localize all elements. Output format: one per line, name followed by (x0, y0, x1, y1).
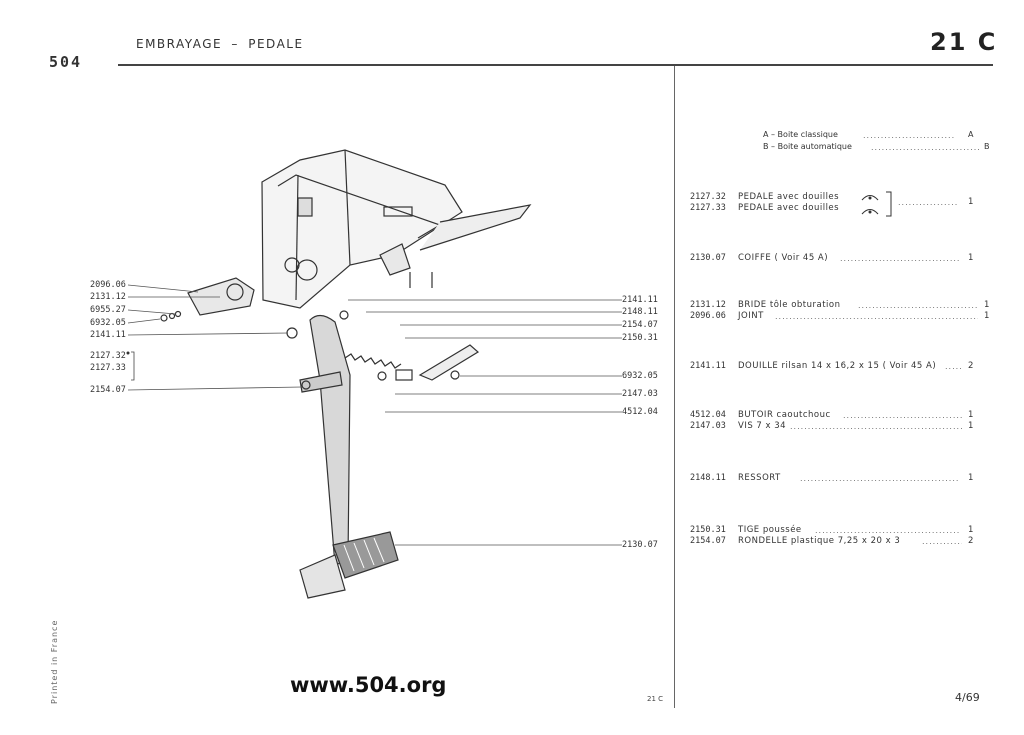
header-rule (118, 64, 993, 66)
leader-dots: ....................... (898, 198, 958, 207)
callout-left-8: 2154.07 (90, 385, 126, 395)
leader-lines (127, 284, 622, 546)
legend-item-a: A – Boite classique (763, 130, 838, 139)
part-desc: TIGE poussée (738, 525, 802, 535)
callout-right-6: 2147.03 (622, 389, 658, 399)
part-ref: 2141.11 (690, 361, 726, 371)
bracket-marker (131, 351, 135, 381)
part-desc: JOINT (738, 311, 764, 321)
callout-right-1: 2141.11 (622, 295, 658, 305)
part-qty: 1 (968, 525, 974, 535)
leader-dots: ........................................… (840, 254, 960, 263)
part-qty: 1 (968, 421, 974, 431)
part-desc: PEDALE avec douilles (738, 203, 840, 213)
part-qty: 1 (968, 410, 974, 420)
part-ref: 2147.03 (690, 421, 726, 431)
callout-right-3: 2154.07 (622, 320, 658, 330)
callout-left-3: 6955.27 (90, 305, 126, 315)
legend-dots: ...................................... (863, 131, 955, 140)
callout-left-5: 2141.11 (90, 330, 126, 340)
part-qty: 1 (968, 473, 974, 483)
part-ref: 2150.31 (690, 525, 726, 535)
legend-code-a: A (968, 130, 974, 139)
page-code: 21 C (930, 28, 998, 56)
page-number: 4/69 (955, 691, 980, 704)
callout-left-7: 2127.33 (90, 363, 126, 373)
title-separator: – (231, 37, 239, 51)
callout-right-5: 6932.05 (622, 371, 658, 381)
footer-code: 21 C (647, 695, 664, 703)
legend-item-b: B – Boite automatique (763, 142, 852, 151)
leader-dots: ........................................… (815, 526, 960, 535)
legend-code-b: B (984, 142, 990, 151)
callout-right-7: 4512.04 (622, 407, 658, 417)
leader-dots: ..... (945, 362, 961, 371)
callout-right-4: 2150.31 (622, 333, 658, 343)
exploded-diagram (126, 149, 622, 599)
legend-dots: ........................................… (871, 143, 979, 152)
column-divider (674, 66, 675, 708)
callout-left-2: 2131.12 (90, 292, 126, 302)
part-qty: 1 (984, 300, 990, 310)
part-desc: RONDELLE plastique 7,25 x 20 x 3 (738, 536, 901, 546)
part-desc: COIFFE ( Voir 45 A) (738, 253, 829, 263)
part-desc: DOUILLE rilsan 14 x 16,2 x 15 ( Voir 45 … (738, 361, 937, 371)
part-ref: 2127.32 (690, 192, 726, 202)
part-qty: 2 (968, 536, 974, 546)
leader-dots: ........................................… (858, 301, 978, 310)
part-ref: 4512.04 (690, 410, 726, 420)
part-qty: 1 (968, 253, 974, 263)
title-sub: PEDALE (248, 37, 304, 51)
leader-dots: ........................................… (790, 422, 963, 431)
part-qty: 1 (968, 197, 974, 207)
leader-dots: ........................................… (843, 411, 963, 420)
part-qty: 2 (968, 361, 974, 371)
leader-dots: ........................................… (775, 312, 978, 321)
leader-dots: .............. (922, 537, 962, 546)
part-ref: 2154.07 (690, 536, 726, 546)
bushing-symbols (861, 191, 892, 217)
part-desc: RESSORT (738, 473, 781, 483)
part-ref: 2130.07 (690, 253, 726, 263)
part-desc: BUTOIR caoutchouc (738, 410, 831, 420)
part-ref: 2127.33 (690, 203, 726, 213)
brand-logo: 504 (49, 53, 83, 71)
callout-right-8: 2130.07 (622, 540, 658, 550)
pedal-bracket-drawing (261, 149, 532, 309)
callout-left-1: 2096.06 (90, 280, 126, 290)
printed-in-france: Printed in France (50, 619, 59, 704)
part-desc: PEDALE avec douilles (738, 192, 840, 202)
page-title: EMBRAYAGE – PEDALE (136, 37, 304, 51)
pedal-arm-drawing (160, 277, 480, 599)
marker-dot (126, 351, 130, 355)
callout-left-4: 6932.05 (90, 318, 126, 328)
part-ref: 2096.06 (690, 311, 726, 321)
callout-right-2: 2148.11 (622, 307, 658, 317)
part-ref: 2148.11 (690, 473, 726, 483)
leader-dots: ........................................… (800, 474, 960, 483)
callout-left-6: 2127.32 (90, 351, 126, 361)
title-main: EMBRAYAGE (136, 37, 223, 51)
part-ref: 2131.12 (690, 300, 726, 310)
part-desc: BRIDE tôle obturation (738, 300, 841, 310)
part-desc: VIS 7 x 34 (738, 421, 787, 431)
part-qty: 1 (984, 311, 990, 321)
website-link[interactable]: www.504.org (290, 673, 447, 697)
